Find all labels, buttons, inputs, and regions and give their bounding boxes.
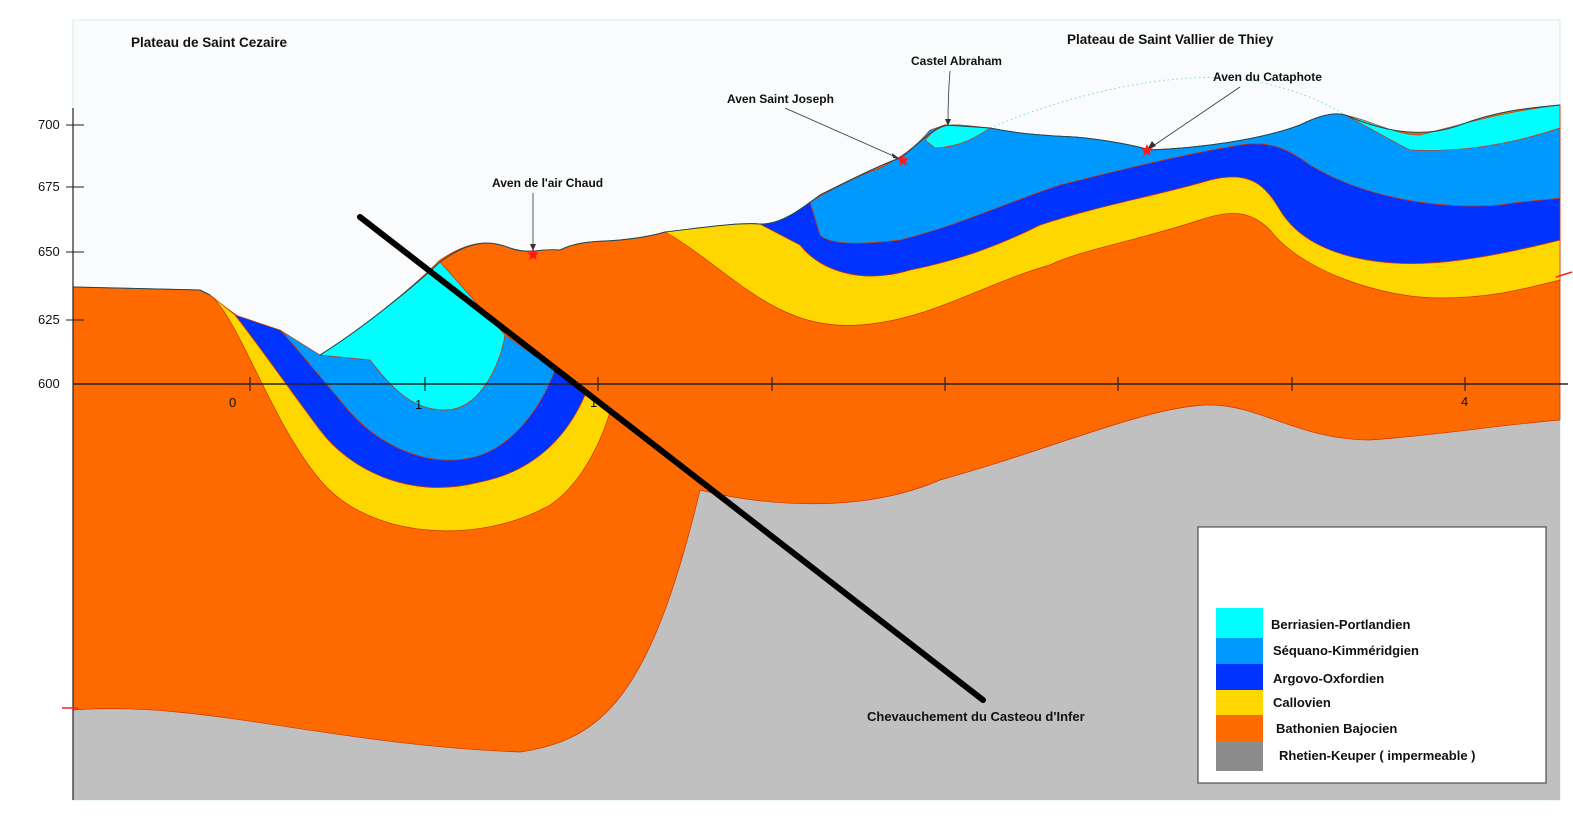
y-tick-label-600: 600 (38, 376, 60, 391)
legend-item-bathonien: Bathonien Bajocien (1216, 715, 1397, 741)
pointer-arrowheads (530, 119, 1156, 251)
legend-label: Berriasien-Portlandien (1271, 617, 1410, 632)
y-tick-label-625: 625 (38, 312, 60, 327)
rhetien-keuper-layer (73, 405, 1560, 800)
legend-label: Bathonien Bajocien (1276, 721, 1397, 736)
annotation-pointers (532, 70, 1241, 248)
x-tick-label-0: 0 (229, 395, 236, 410)
thrust-fault-line (357, 214, 986, 703)
legend-item-berriasien: Berriasien-Portlandien (1216, 608, 1410, 638)
legend-swatch (1216, 664, 1263, 690)
label-aven-saint-joseph: Aven Saint Joseph (727, 92, 834, 106)
y-axis-ticks (66, 124, 84, 321)
x-tick-label-4: 4 (1461, 394, 1468, 409)
legend-label: Rhetien-Keuper ( impermeable ) (1279, 748, 1476, 763)
legend-label: Callovien (1273, 695, 1331, 710)
label-castel-abraham: Castel Abraham (911, 54, 1002, 68)
topographic-surface (72, 104, 1561, 356)
legend-swatch (1216, 741, 1263, 771)
legend-swatch (1216, 690, 1263, 715)
legend-swatch (1216, 638, 1263, 664)
star-marker-air-chaud (527, 248, 539, 260)
x-axis-ticks (249, 377, 1466, 391)
x-tick-label-1: 1 (415, 397, 422, 412)
label-aven-cataphote: Aven du Cataphote (1213, 70, 1322, 84)
legend-label: Séquano-Kimméridgien (1273, 643, 1419, 658)
cave-markers (527, 144, 1153, 260)
label-aven-air-chaud: Aven de l'air Chaud (492, 176, 603, 190)
y-tick-label-650: 650 (38, 244, 60, 259)
y-tick-label-675: 675 (38, 179, 60, 194)
title-saint-vallier: Plateau de Saint Vallier de Thiey (1067, 32, 1274, 47)
title-saint-cezaire: Plateau de Saint Cezaire (131, 35, 288, 50)
star-marker-cataphote (1141, 144, 1153, 156)
legend-swatch (1216, 608, 1263, 638)
legend-item-argovo: Argovo-Oxfordien (1216, 664, 1384, 690)
legend: Berriasien-Portlandien Séquano-Kimméridg… (1197, 526, 1547, 784)
star-marker-saint-joseph (897, 154, 909, 166)
legend-label: Argovo-Oxfordien (1273, 671, 1384, 686)
x-tick-label-1b: 1 (590, 395, 597, 410)
y-tick-label-700: 700 (38, 117, 60, 132)
label-thrust-fault: Chevauchement du Casteou d'Infer (867, 709, 1085, 724)
right-edge-marker (1555, 271, 1573, 278)
legend-item-sequano: Séquano-Kimméridgien (1216, 638, 1419, 664)
legend-swatch (1216, 715, 1263, 741)
legend-item-rhetien: Rhetien-Keuper ( impermeable ) (1216, 741, 1476, 771)
legend-item-callovien: Callovien (1216, 690, 1331, 715)
